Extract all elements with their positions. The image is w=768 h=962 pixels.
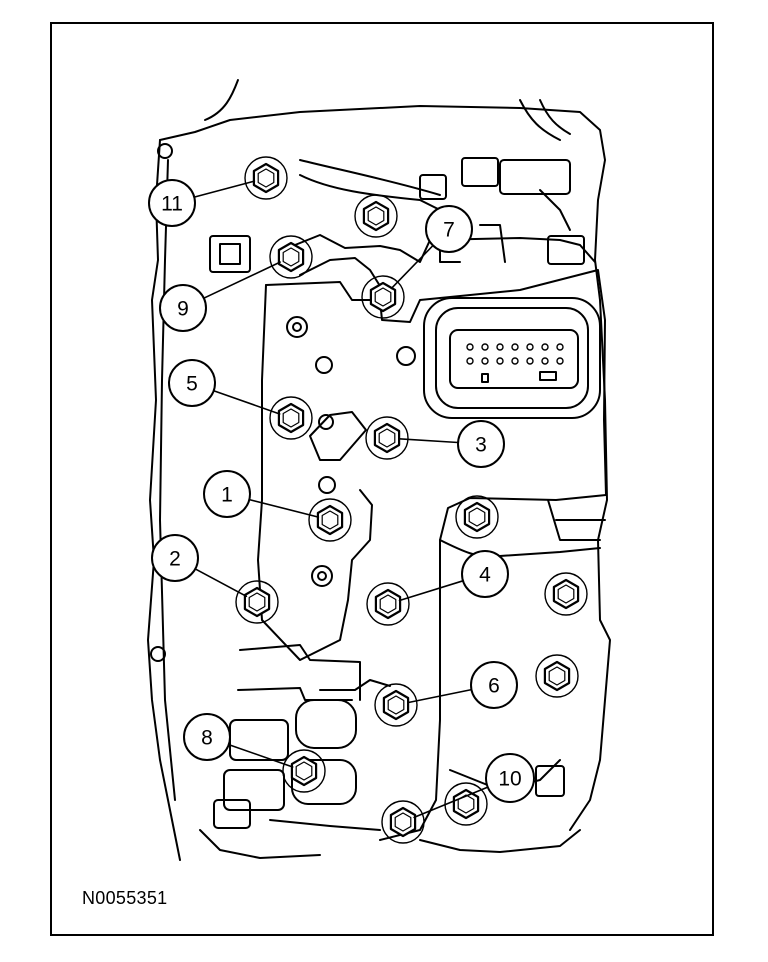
callout-circle bbox=[168, 359, 216, 407]
bolt-10 bbox=[381, 800, 425, 844]
callout-circle bbox=[148, 179, 196, 227]
callout-label: 11 bbox=[161, 193, 183, 216]
callout-leader bbox=[248, 498, 320, 518]
callout-circle bbox=[470, 661, 518, 709]
callout-circle bbox=[183, 713, 231, 761]
callout-circle bbox=[203, 470, 251, 518]
callout-leader bbox=[406, 688, 473, 704]
bolt bbox=[544, 572, 588, 616]
callout-leader bbox=[194, 568, 248, 598]
callout-circle bbox=[151, 534, 199, 582]
valve-body-plate bbox=[257, 234, 607, 841]
small-fittings bbox=[286, 316, 416, 587]
callout-10: 10 bbox=[413, 753, 535, 819]
callout-leader bbox=[193, 180, 256, 198]
diagram-frame bbox=[50, 22, 714, 936]
callout-label: 4 bbox=[479, 564, 491, 587]
bolt-3 bbox=[365, 416, 409, 460]
bolt-11 bbox=[244, 156, 288, 200]
callout-label: 1 bbox=[221, 484, 233, 507]
bolt-1 bbox=[308, 498, 352, 542]
callout-label: 9 bbox=[177, 298, 189, 321]
callout-circle bbox=[159, 284, 207, 332]
callout-leader bbox=[227, 743, 294, 768]
callout-group: 1 2 3 4 5 6 7 8 9 10 11 bbox=[148, 179, 535, 819]
bolt-2 bbox=[235, 580, 279, 624]
callout-leader bbox=[390, 244, 434, 290]
callout-1: 1 bbox=[203, 470, 320, 518]
bolt bbox=[455, 495, 499, 539]
callout-circle bbox=[457, 420, 505, 468]
callout-circle bbox=[461, 550, 509, 598]
callout-3: 3 bbox=[398, 420, 505, 468]
bolt bbox=[535, 654, 579, 698]
callout-leader bbox=[413, 786, 489, 819]
callout-label: 10 bbox=[498, 768, 521, 791]
callout-4: 4 bbox=[398, 550, 509, 602]
callout-label: 7 bbox=[443, 219, 455, 242]
callout-7: 7 bbox=[390, 205, 473, 290]
callout-11: 11 bbox=[148, 179, 256, 227]
bolt-6 bbox=[374, 683, 418, 727]
callout-circle bbox=[485, 753, 535, 803]
callout-label: 3 bbox=[475, 434, 487, 457]
figure-id-label: N0055351 bbox=[82, 888, 168, 908]
wire-harness bbox=[209, 157, 585, 273]
callout-label: 8 bbox=[201, 727, 213, 750]
callout-leader bbox=[203, 261, 281, 300]
callout-leader bbox=[398, 579, 464, 602]
callout-9: 9 bbox=[159, 261, 281, 332]
bolt-5 bbox=[269, 396, 313, 440]
callout-2: 2 bbox=[151, 534, 248, 598]
callout-label: 6 bbox=[488, 675, 500, 698]
bolt-7 bbox=[361, 275, 405, 319]
housing-outline bbox=[147, 79, 611, 861]
callout-8: 8 bbox=[183, 713, 294, 768]
bolt-9 bbox=[269, 235, 313, 279]
bolt-4 bbox=[366, 582, 410, 626]
bolts bbox=[235, 156, 588, 844]
callout-label: 2 bbox=[169, 548, 181, 571]
callout-5: 5 bbox=[168, 359, 281, 415]
callout-6: 6 bbox=[406, 661, 518, 709]
callout-leader bbox=[212, 389, 281, 415]
callout-label: 5 bbox=[186, 373, 198, 396]
electrical-connector bbox=[423, 297, 601, 419]
bolt bbox=[354, 194, 398, 238]
bolt-8 bbox=[282, 749, 326, 793]
callout-circle bbox=[425, 205, 473, 253]
callout-leader bbox=[398, 437, 459, 444]
